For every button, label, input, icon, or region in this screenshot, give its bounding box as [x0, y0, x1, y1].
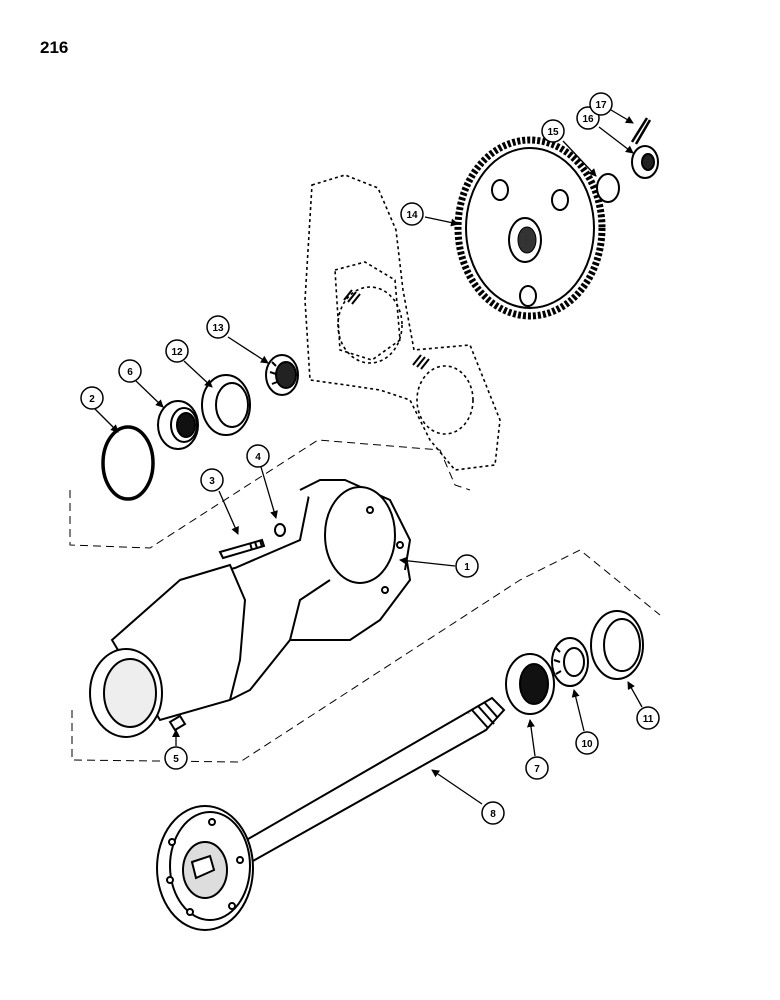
- callout-7: 7: [525, 756, 549, 780]
- bearing-cup-outer: [590, 610, 644, 680]
- callout-13-label: 13: [212, 323, 224, 334]
- bearing-cup-large: [201, 374, 251, 436]
- stud: [218, 538, 266, 560]
- callout-3-label: 3: [209, 476, 215, 487]
- washer: [596, 173, 620, 203]
- callout-1-label: 1: [464, 562, 470, 573]
- cotter-pin: [630, 117, 652, 145]
- tapered-roller-bearing-outer: [551, 637, 589, 687]
- callout-16-label: 16: [582, 114, 594, 125]
- callout-15: 15: [541, 119, 565, 143]
- callout-14-label: 14: [406, 210, 418, 221]
- transmission-case-phantom: [304, 174, 501, 471]
- callout-6: 6: [118, 359, 142, 383]
- bull-gear: [454, 136, 606, 320]
- callout-3: 3: [200, 468, 224, 492]
- callout-2-label: 2: [89, 394, 95, 405]
- callout-6-label: 6: [127, 367, 133, 378]
- callout-15-label: 15: [547, 127, 559, 138]
- callout-13: 13: [206, 315, 230, 339]
- callout-10-label: 10: [581, 739, 593, 750]
- lock-washer: [274, 523, 286, 537]
- axle-shaft: [156, 696, 506, 931]
- callout-4: 4: [246, 444, 270, 468]
- callout-10: 10: [575, 731, 599, 755]
- oil-seal: [157, 400, 199, 450]
- axle-housing: [89, 479, 412, 738]
- callout-17-label: 17: [595, 100, 607, 111]
- tapered-roller-bearing-inner: [265, 354, 299, 396]
- page-number: 216: [40, 38, 69, 57]
- callout-8: 8: [481, 801, 505, 825]
- callout-5-label: 5: [173, 754, 179, 765]
- o-ring: [101, 425, 155, 501]
- plug: [168, 714, 187, 732]
- callout-4-label: 4: [255, 452, 261, 463]
- case-hatch-marks: [343, 289, 430, 370]
- outer-seal: [505, 653, 555, 715]
- callout-12: 12: [165, 339, 189, 363]
- leader-lines: [94, 109, 643, 805]
- callout-1: 1: [455, 554, 479, 578]
- axis-centerlines: [69, 439, 661, 763]
- callout-5: 5: [164, 746, 188, 770]
- callout-14: 14: [400, 202, 424, 226]
- castle-nut: [631, 145, 659, 179]
- callout-11: 11: [636, 706, 660, 730]
- callout-2: 2: [80, 386, 104, 410]
- callout-12-label: 12: [171, 347, 183, 358]
- callout-11-label: 11: [643, 714, 654, 725]
- callout-8-label: 8: [490, 809, 496, 820]
- callout-7-label: 7: [534, 764, 540, 775]
- callout-17: 17: [589, 92, 613, 116]
